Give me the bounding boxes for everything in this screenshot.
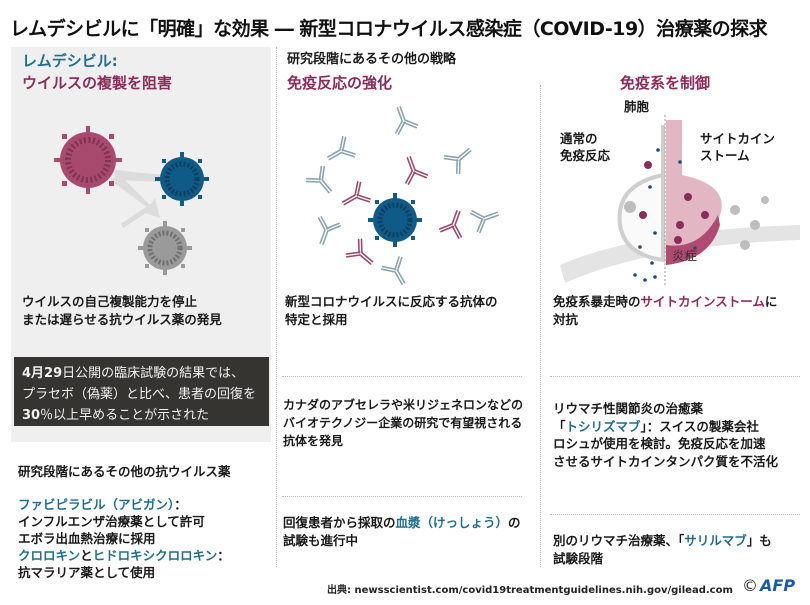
afp-logo: ©AFP	[742, 576, 795, 595]
trial-line-1: 4月29日公開の臨床試験の結果では、	[22, 366, 245, 381]
chloroquine-desc: 抗マラリア薬として使用	[18, 565, 156, 580]
other-antivirals-heading: 研究段階にあるその他の抗ウイルス薬	[18, 464, 231, 479]
alveolus-cytokine-icon	[560, 115, 800, 285]
favipiravir-desc-2: エボラ出血熱治療に採用	[18, 531, 156, 546]
text-line: 免疫系暴走時のサイトカインストームに	[553, 294, 778, 309]
text-line: ロシュが使用を検討。免疫反応を加速	[553, 436, 766, 451]
other-strategies-heading: 研究段階にあるその他の戦略	[287, 52, 457, 67]
cytokine-storm-label: サイトカイン ストーム	[700, 130, 775, 164]
remdesivir-heading: レムデシビル: ウイルスの複製を阻害	[22, 50, 172, 94]
remdesivir-subtitle: ウイルスの複製を阻害	[22, 74, 173, 92]
text-line: 試験段階	[553, 551, 604, 566]
text-line: 「トシリズマブ」：スイスの製薬会社	[553, 418, 759, 434]
remdesivir-title: レムデシビル:	[22, 52, 118, 70]
text-line: リウマチ性関節炎の治癒薬	[553, 401, 704, 416]
row-divider	[550, 514, 800, 515]
immune-boost-heading: 免疫反応の強化	[287, 74, 393, 92]
text-line: バイオテクノジー企業の研究で有望視される	[283, 416, 523, 430]
description-line: ウイルスの自己複製能力を停止	[22, 294, 198, 309]
text-line: 抗体を発見	[283, 434, 344, 448]
text-line: 回復患者から採取の血漿（けっしょう）の	[283, 515, 521, 530]
text-line: 対抗	[553, 312, 579, 327]
description-line: または遅らせる抗ウイルス薬の発見	[22, 312, 222, 327]
row-divider	[282, 496, 522, 497]
tocilizumab-text: リウマチ性関節炎の治癒薬 「トシリズマブ」：スイスの製薬会社 ロシュが使用を検討…	[553, 400, 778, 470]
plasma-trial-text: 回復患者から採取の血漿（けっしょう）の 試験も進行中	[283, 514, 521, 550]
immune-control-heading: 免疫系を制御	[620, 74, 711, 92]
copyright-icon: ©	[742, 576, 758, 595]
description-line: 特定と採用	[285, 312, 348, 327]
remdesivir-description: ウイルスの自己複製能力を停止 または遅らせる抗ウイルス薬の発見	[22, 293, 222, 329]
sarilumab-text: 別のリウマチ治療薬、「サリルマブ」も 試験段階	[553, 532, 772, 568]
description-line: 新型コロナウイルスに反応する抗体の	[285, 294, 498, 309]
text-line: カナダのアブセレラや米リジェネロンなどの	[283, 398, 524, 412]
biotech-antibodies-text: カナダのアブセレラや米リジェネロンなどの バイオテクノジー企業の研究で有望視され…	[283, 396, 523, 450]
trial-line-2: プラセボ（偽薬）と比べ、患者の回復を	[22, 387, 257, 402]
label-line: ストーム	[700, 148, 750, 163]
row-divider	[282, 376, 522, 377]
antibodies-icon	[304, 102, 503, 285]
label-line: 免疫反応	[560, 148, 611, 163]
antibody-description: 新型コロナウイルスに反応する抗体の 特定と採用	[285, 293, 498, 329]
row-divider	[550, 376, 800, 377]
text-line: 試験も進行中	[283, 533, 359, 548]
normal-response-label: 通常の 免疫反応	[560, 130, 610, 164]
column-divider	[540, 85, 541, 567]
alveolus-label: 肺胞	[624, 99, 650, 114]
afp-wordmark: AFP	[760, 576, 796, 595]
trial-result-box: 4月29日公開の臨床試験の結果では、 プラセボ（偽薬）と比べ、患者の回復を 30…	[14, 357, 269, 426]
trial-line-3: 30％以上早めることが示された	[22, 408, 210, 423]
text-line: させるサイトカインタンパク質を不活化	[553, 453, 779, 469]
other-antivirals-list: ファビピラビル（アビガン）： インフルエンザ治療薬として許可 エボラ出血熱治療に…	[18, 496, 230, 581]
inflammation-label: 炎症	[672, 248, 698, 263]
favipiravir-desc-1: インフルエンザ治療薬として許可	[18, 514, 205, 529]
label-line: サイトカイン	[700, 131, 776, 146]
chloroquine-line: クロロキンとヒドロキシクロロキン：	[18, 548, 230, 563]
label-line: 通常の	[560, 131, 598, 146]
text-line: 別のリウマチ治療薬、「サリルマブ」も	[553, 533, 772, 548]
favipiravir-line: ファビピラビル（アビガン）：	[18, 497, 187, 512]
page-title: レムデシビルに「明確」な効果 ― 新型コロナウイルス感染症（COVID-19）治…	[10, 18, 768, 40]
source-credit: 出典: newsscientist.com/covid19treatmentgu…	[327, 585, 733, 596]
column-divider	[276, 47, 277, 567]
cytokine-description: 免疫系暴走時のサイトカインストームに 対抗	[553, 293, 777, 329]
virus-replication-icon	[54, 126, 209, 275]
